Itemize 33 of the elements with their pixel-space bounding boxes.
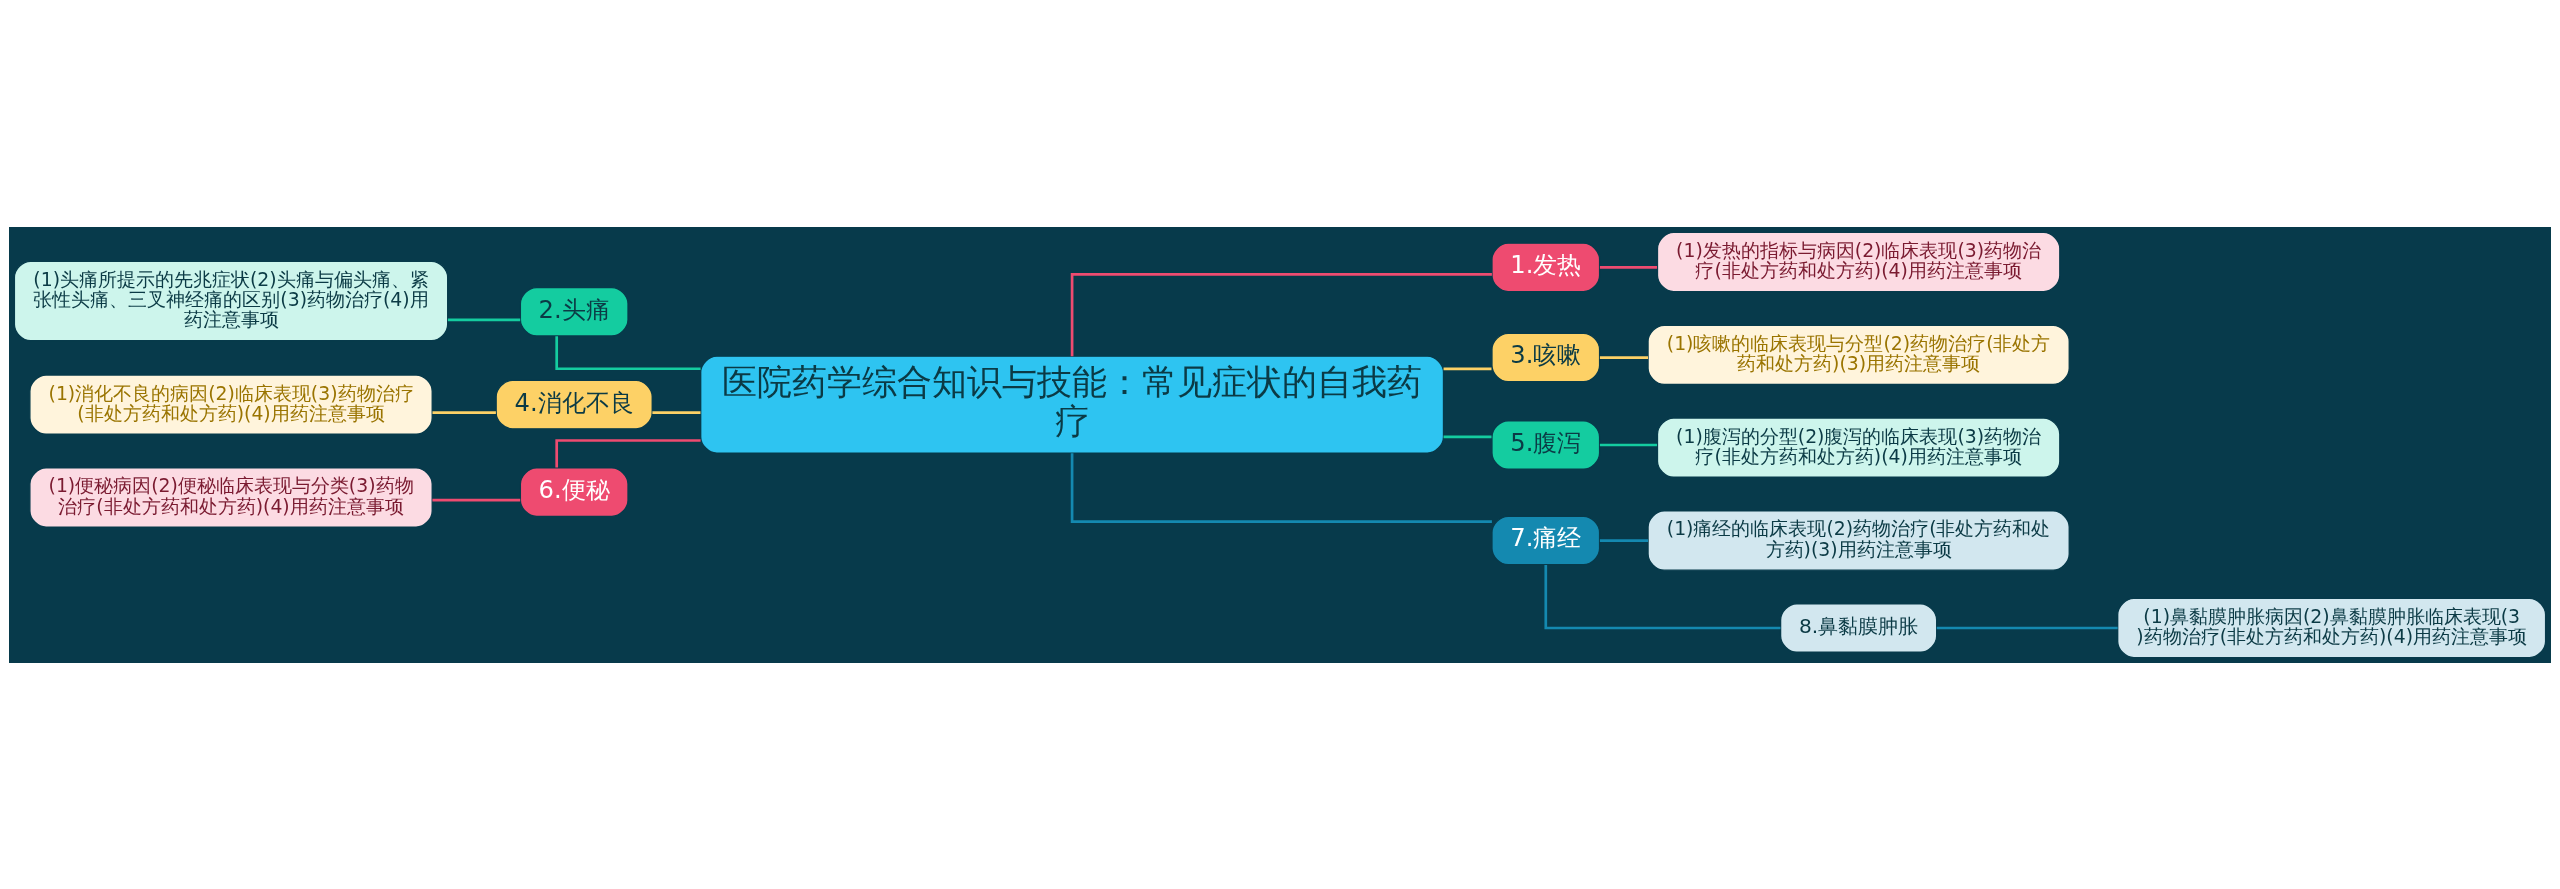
node-box: (1)腹泻的分型(2)腹泻的临床表现(3)药物治疗(非处方药和处方药)(4)用药注意事项 — [1656, 416, 2061, 478]
connector — [555, 438, 701, 467]
node-box: (1)痛经的临床表现(2)药物治疗(非处方药和处方药)(3)用药注意事项 — [1647, 509, 2070, 571]
connector — [1070, 452, 1492, 523]
node-box: 5.腹泻 — [1491, 419, 1601, 470]
node-box: (1)便秘病因(2)便秘临床表现与分类(3)药物治疗(非处方药和处方药)(4)用药注意事项 — [29, 466, 433, 528]
node-box: (1)发热的指标与病因(2)临床表现(3)药物治疗(非处方药和处方药)(4)用药注意事项 — [1656, 231, 2061, 292]
node-box: 2.头痛 — [519, 286, 629, 337]
connector — [447, 318, 521, 321]
node-box: (1)咳嗽的临床表现与分型(2)药物治疗(非处方药和处方药)(3)用药注意事项 — [1647, 324, 2070, 385]
connector — [1070, 272, 1492, 356]
node-box: 1.发热 — [1491, 241, 1601, 292]
node-box: (1)鼻黏膜肿胀病因(2)鼻黏膜肿胀临床表现(3)药物治疗(非处方药和处方药)(4)用药注意事项 — [2117, 597, 2547, 658]
connector — [1599, 443, 1658, 446]
connector — [1936, 626, 2118, 629]
connector — [432, 498, 521, 501]
connector — [555, 335, 701, 370]
connector — [1443, 435, 1492, 438]
node-box: 3.咳嗽 — [1491, 332, 1601, 382]
node-box: (1)头痛所提示的先兆症状(2)头痛与偏头痛、紧张性头痛、三叉神经痛的区别(3)药物治疗(4)用药注意事项 — [13, 260, 449, 341]
node-box: 7.痛经 — [1491, 515, 1601, 565]
node-box: 8.鼻黏膜肿胀 — [1779, 602, 1938, 653]
node-box: 4.消化不良 — [495, 379, 653, 430]
connector — [1544, 564, 1781, 629]
connector — [1599, 265, 1658, 269]
node-box: 6.便秘 — [519, 466, 629, 517]
node-box: 医院药学综合知识与技能：常见症状的自我药疗 — [700, 355, 1445, 454]
connector — [652, 410, 701, 414]
connector — [1599, 355, 1649, 359]
connector — [1443, 367, 1492, 370]
connector — [432, 410, 496, 414]
connector — [1599, 538, 1649, 542]
node-box: (1)消化不良的病因(2)临床表现(3)药物治疗(非处方药和处方药)(4)用药注意事项 — [29, 373, 433, 435]
